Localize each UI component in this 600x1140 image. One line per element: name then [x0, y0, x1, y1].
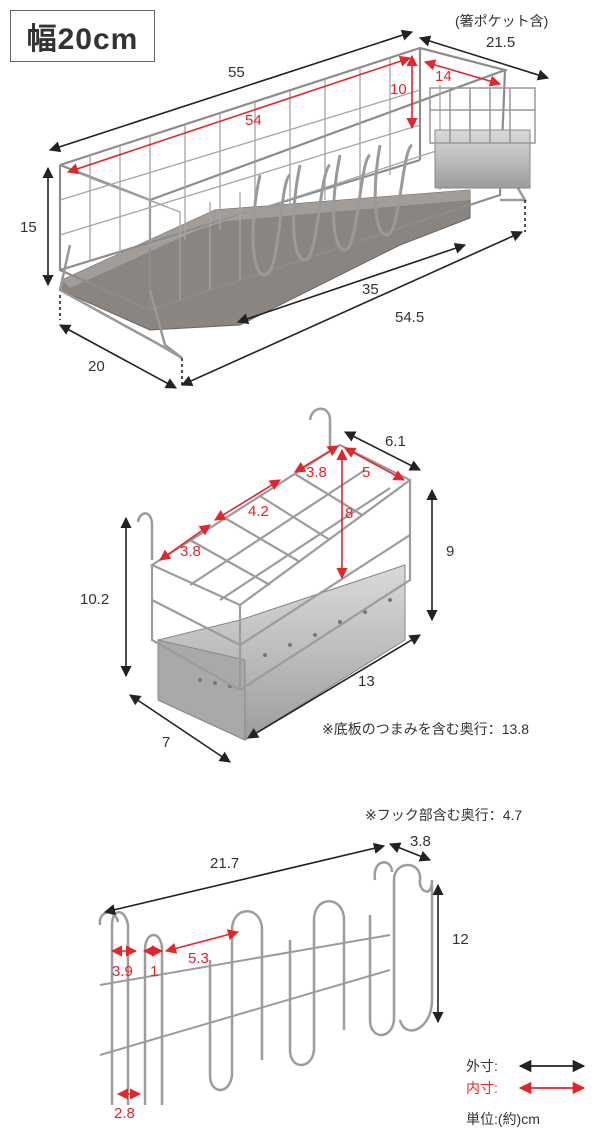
width-badge-text: 幅20cm [26, 23, 139, 56]
legend-outer-label: 外寸: [466, 1058, 498, 1074]
label-15: 15 [20, 219, 37, 236]
dim-5 [344, 447, 405, 481]
label-21-5: 21.5 [486, 34, 516, 51]
dim-4-2 [214, 479, 281, 521]
dim-6-1 [344, 431, 421, 471]
label-13: 13 [358, 673, 375, 690]
dim-14 [423, 59, 502, 87]
section2-dimensions [120, 431, 438, 763]
label-7: 7 [162, 734, 171, 751]
label-3-8: 3.8 [410, 833, 431, 850]
label-3-9: 3.9 [112, 963, 133, 980]
section1-dimensions [42, 29, 550, 389]
label-10: 10 [390, 81, 407, 98]
label-pocket-note: (箸ポケット含) [455, 13, 549, 29]
legend-inner-label: 内寸: [466, 1080, 498, 1096]
dim-3-8-left [159, 524, 211, 561]
legend-arrows [518, 1059, 586, 1095]
label-35: 35 [362, 281, 379, 298]
dim-54 [66, 55, 412, 175]
dim-20 [59, 324, 177, 389]
label-54: 54 [245, 112, 262, 129]
section3-dimensions [103, 842, 444, 1100]
label-21-7: 21.7 [210, 855, 240, 872]
dim-21-5 [418, 35, 550, 81]
label-5-3: 5.3 [188, 950, 209, 967]
label-3-8-left: 3.8 [180, 543, 201, 560]
label-14: 14 [435, 68, 452, 85]
label-20: 20 [88, 358, 105, 375]
label-10-2: 10.2 [80, 591, 110, 608]
dim-21-7 [103, 842, 386, 916]
label-5: 5 [362, 464, 371, 481]
label-8: 8 [345, 505, 354, 522]
label-1: 1 [150, 963, 159, 980]
label-9: 9 [446, 543, 455, 560]
label-2-8: 2.8 [114, 1105, 135, 1122]
dim-3-8 [388, 842, 432, 862]
label-hook-note: ※フック部含む奥行：4.7 [365, 807, 523, 823]
dim-5-3 [164, 929, 240, 954]
width-badge: 幅20cm [10, 10, 155, 62]
label-depth-note: ※底板のつまみを含む奥行：13.8 [322, 721, 529, 737]
cutlery-holder-illustration [136, 407, 413, 741]
hanging-rack-illustration [98, 861, 434, 1105]
dim-3-8-top [294, 445, 339, 473]
label-3-8-top: 3.8 [306, 464, 327, 481]
dim-13 [247, 634, 421, 739]
dim-7 [129, 694, 231, 763]
legend-unit: 単位:(約)cm [466, 1111, 540, 1127]
label-55: 55 [228, 64, 245, 81]
dim-54-5 [180, 231, 524, 386]
label-4-2: 4.2 [248, 503, 269, 520]
label-6-1: 6.1 [385, 433, 406, 450]
dish-rack-illustration [58, 46, 536, 360]
label-12: 12 [452, 931, 469, 948]
label-54-5: 54.5 [395, 309, 425, 326]
